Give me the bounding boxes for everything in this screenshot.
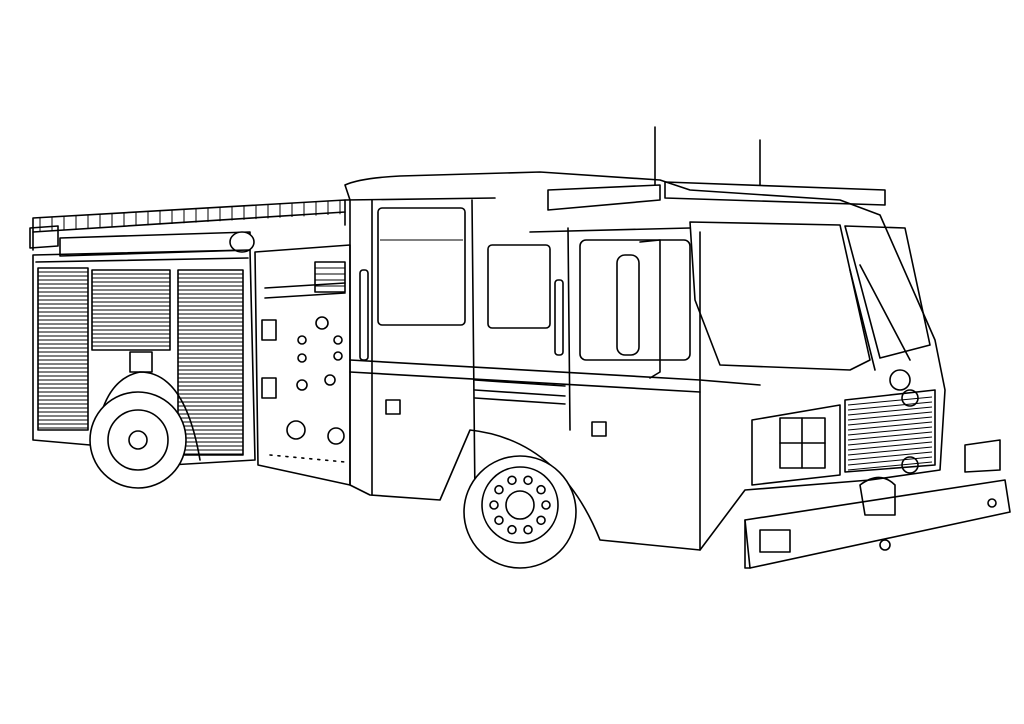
side-window (487, 244, 551, 329)
wiper (849, 264, 911, 371)
door-window (377, 207, 466, 326)
front-grille (751, 369, 936, 486)
side-mirror (616, 254, 640, 356)
bumper-light (964, 439, 1001, 473)
lug-nut (494, 515, 504, 526)
grab-handle (359, 269, 369, 361)
valve-icon (286, 420, 306, 440)
front-wheel (463, 455, 577, 569)
grab-handle (554, 279, 564, 356)
ladder (29, 199, 346, 257)
horn-icon (889, 369, 911, 391)
front-bumper (744, 439, 1011, 569)
compartment-door (177, 269, 244, 456)
lug-nut (536, 515, 546, 526)
side-windshield (844, 225, 931, 359)
gauge-icon (315, 316, 329, 330)
lug-nut (523, 524, 533, 535)
cab (344, 171, 946, 551)
rear-door-window (579, 239, 691, 361)
door-handle (129, 351, 153, 373)
bumper-intake (859, 476, 896, 516)
lug-nut (489, 500, 499, 510)
valve-icon (327, 427, 345, 445)
lug-nut (507, 475, 517, 486)
mirror-arm (639, 239, 661, 379)
compartment-door (91, 269, 171, 351)
lug-nut (536, 484, 546, 495)
lug-nut (523, 475, 533, 486)
lug-nut (507, 524, 517, 535)
rear-wheel (89, 371, 201, 489)
lug-nut (541, 500, 551, 510)
pump-panel (254, 244, 351, 486)
light-bar (547, 126, 886, 211)
rear-body (32, 249, 256, 466)
hose-stack (314, 261, 346, 293)
windshield (689, 221, 871, 371)
lug-nut (494, 484, 504, 495)
compartment-door (37, 267, 89, 431)
